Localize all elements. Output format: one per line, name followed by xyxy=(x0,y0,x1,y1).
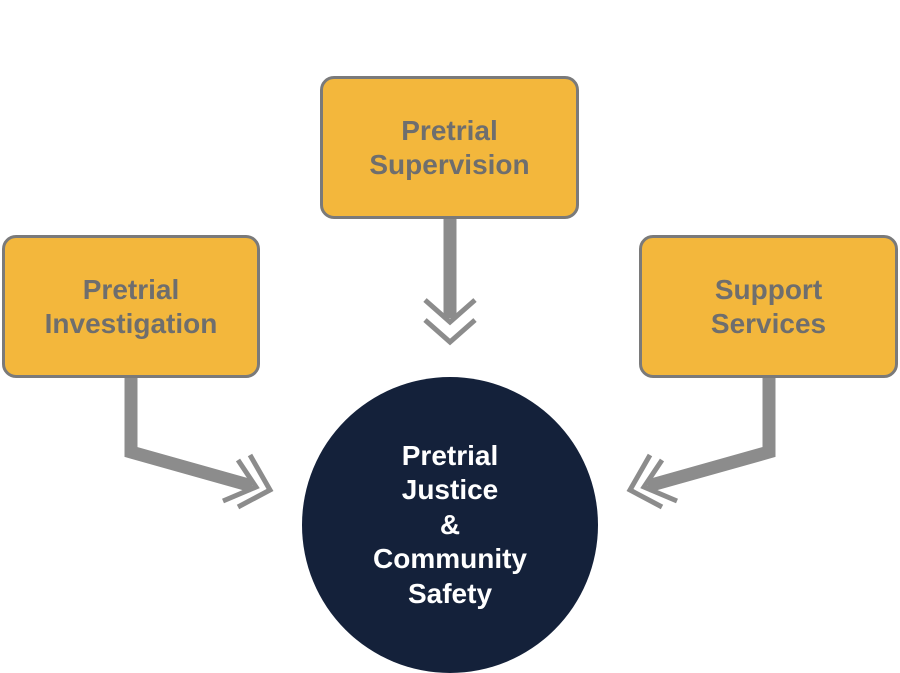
node-pretrial-investigation: Pretrial Investigation xyxy=(2,235,260,378)
hub-label-line: Pretrial xyxy=(401,439,499,471)
node-label-line: Support xyxy=(714,273,823,305)
hub-pretrial-justice-community-safety: Pretrial Justice & Community Safety xyxy=(302,377,598,673)
hub-label-line: Community xyxy=(373,543,527,575)
node-label-line: Pretrial xyxy=(401,114,498,146)
node-label-line: Pretrial xyxy=(82,273,180,305)
hub-label-line: & xyxy=(439,508,461,540)
arrow-investigation-to-center xyxy=(124,378,274,510)
arrow-services-to-center xyxy=(626,378,776,510)
node-label-line: Supervision xyxy=(369,148,530,180)
arrow-supervision-to-center xyxy=(423,219,477,346)
hub-label-line: Safety xyxy=(407,577,493,609)
node-label-line: Services xyxy=(710,307,827,339)
hub-label-line: Justice xyxy=(401,474,499,506)
node-label-line: Investigation xyxy=(44,307,218,339)
node-support-services: Support Services xyxy=(639,235,898,378)
node-pretrial-supervision: Pretrial Supervision xyxy=(320,76,579,219)
